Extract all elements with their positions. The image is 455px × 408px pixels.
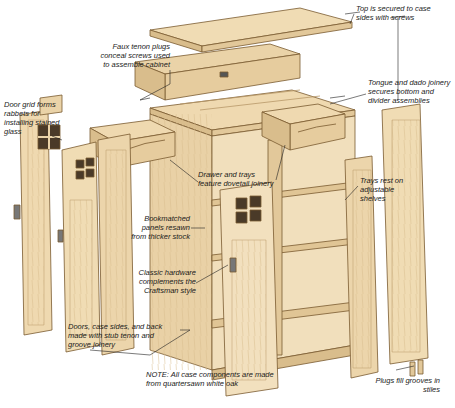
callout-label: Doors, case sides, and back made with st… [68, 322, 178, 349]
callout-label: Top is secured to case sides with screws [356, 4, 448, 22]
callout-label: Tongue and dado joinery secures bottom a… [368, 78, 452, 105]
callout-label: NOTE: All case components are made from … [146, 370, 274, 388]
callout-label: Classic hardware complements the Craftsm… [124, 268, 196, 295]
callout-label: Faux tenon plugs conceal screws used to … [98, 42, 170, 69]
callout-label: Plugs fill grooves in stiles [372, 376, 440, 394]
callout-label: Door grid forms rabbets for installing s… [4, 100, 62, 136]
callout-label: Bookmatched panels resawn from thicker s… [126, 214, 190, 241]
callout-label: Drawer and trays feature dovetail joiner… [198, 170, 274, 188]
callout-label: Trays rest on adjustable shelves [360, 176, 420, 203]
